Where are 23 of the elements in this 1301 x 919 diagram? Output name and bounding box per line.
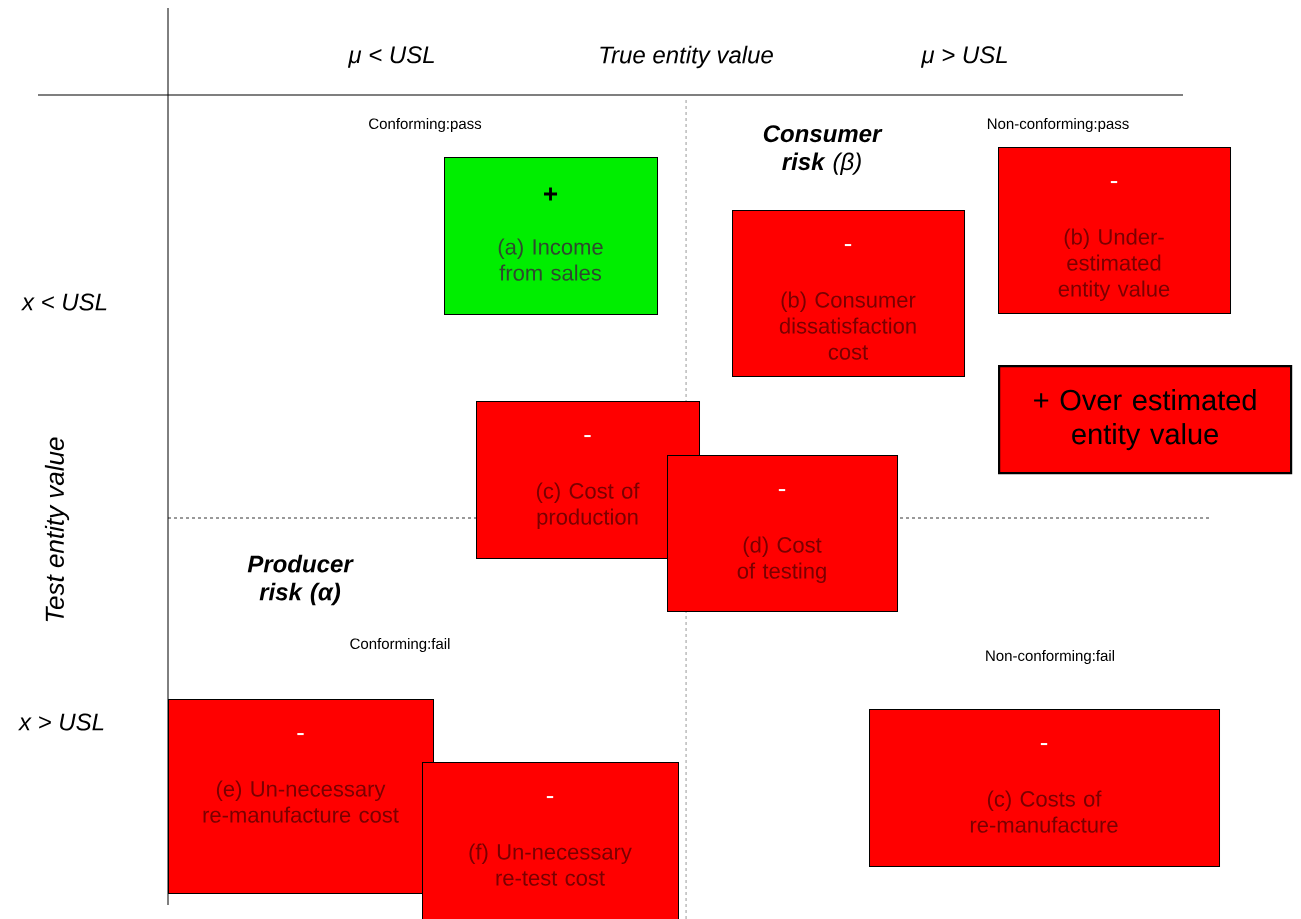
quadrant-label: Non-conforming:pass [987, 118, 1129, 132]
cost-box: - (d) Cost of testing [667, 455, 898, 612]
cost-box: - (c) Cost of production [476, 401, 700, 559]
cost-box: - (b) Consumer dissatisfaction cost [732, 210, 965, 377]
axis-heading: μ > USL [920, 46, 1007, 68]
axis-title: True entity value [600, 45, 773, 69]
risk-label: Consumer risk (β) [763, 125, 883, 175]
cost-box: - (e) Un-necessary re-manufacture cost [168, 699, 434, 894]
quadrant-label: Non-conforming:fail [986, 650, 1114, 664]
axis-heading: x > USL [18, 713, 104, 731]
quadrant-label: Conforming:pass [369, 118, 482, 132]
axis-heading: x < USL [21, 293, 107, 311]
node-label: - [546, 796, 554, 799]
cost-box: - (b) Under-estimated entity value [998, 147, 1231, 314]
cost-box: - (c) Costs of re-manufacture [869, 709, 1220, 867]
node-label: (f) Un-necessary re-test cost [469, 843, 632, 886]
cost-box: - (f) Un-necessary re-test cost [422, 762, 679, 919]
risk-label: Producer risk (α) [247, 554, 354, 606]
cost-box: + Over estimated entity value [998, 365, 1293, 475]
quadrant-label: Conforming:fail [350, 638, 450, 652]
axis-heading: μ < USL [347, 46, 434, 68]
income-box: + (a) Income from sales [444, 157, 658, 315]
axis-title: Test entity value [44, 437, 70, 622]
